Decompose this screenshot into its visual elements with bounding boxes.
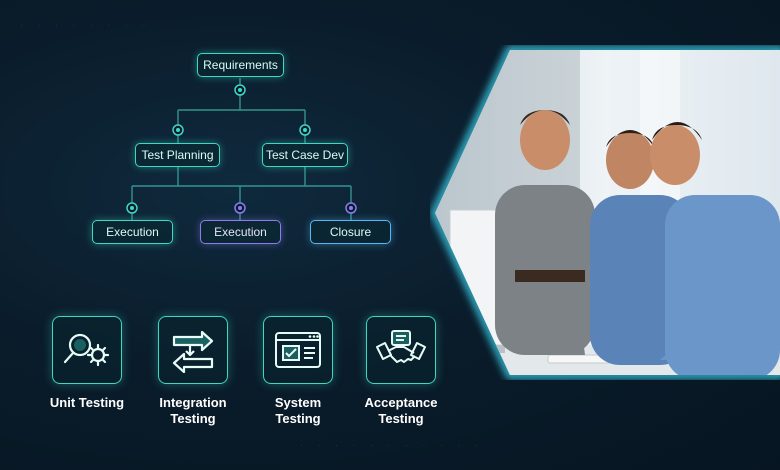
swap-arrows-icon xyxy=(172,330,214,373)
integration-testing-label: Integration Testing xyxy=(138,395,248,427)
connector-dot xyxy=(238,88,242,92)
node-test-case-dev: Test Case Dev xyxy=(262,143,348,167)
system-testing-card xyxy=(263,316,333,384)
node-execution-2: Execution xyxy=(200,220,281,244)
node-requirements: Requirements xyxy=(197,53,284,77)
unit-testing-card xyxy=(52,316,122,384)
acceptance-testing-card xyxy=(366,316,436,384)
background-pattern: · · · · · · · · · · · xyxy=(300,440,484,450)
connector-dot xyxy=(349,206,353,210)
team-photo-panel xyxy=(430,45,780,380)
connector-dot xyxy=(176,128,180,132)
node-closure: Closure xyxy=(310,220,391,244)
connector-dot xyxy=(303,128,307,132)
integration-testing-line1: Integration xyxy=(159,395,227,410)
system-testing-label: System Testing xyxy=(243,395,353,427)
handshake-icon xyxy=(376,330,426,363)
connector-dot xyxy=(130,206,134,210)
background-pattern: · · · · · · · · xyxy=(20,20,152,30)
integration-testing-line2: Testing xyxy=(170,411,216,426)
unit-testing-label: Unit Testing xyxy=(32,395,142,411)
browser-window-check-icon xyxy=(275,332,321,368)
team-at-computer-photo xyxy=(430,46,780,379)
node-execution-1: Execution xyxy=(92,220,173,244)
acceptance-testing-line2: Testing xyxy=(378,411,424,426)
connector-dot xyxy=(238,206,242,210)
magnifier-gear-icon xyxy=(63,333,110,367)
system-testing-line2: Testing xyxy=(275,411,321,426)
system-testing-line1: System xyxy=(274,395,322,410)
acceptance-testing-line1: Acceptance xyxy=(364,395,438,410)
unit-testing-line1: Unit Testing xyxy=(49,395,125,410)
node-test-planning: Test Planning xyxy=(135,143,220,167)
integration-testing-card xyxy=(158,316,228,384)
acceptance-testing-label: Acceptance Testing xyxy=(346,395,456,427)
flowchart-connectors xyxy=(126,78,357,220)
